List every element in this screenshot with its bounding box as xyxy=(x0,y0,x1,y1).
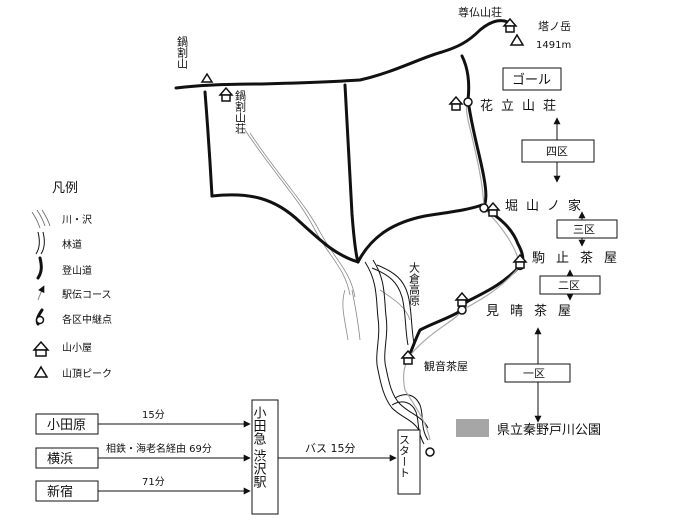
hut-icon xyxy=(448,95,464,111)
peak-icon xyxy=(33,365,49,378)
hut-icon xyxy=(454,291,470,307)
peak-icon xyxy=(509,33,525,46)
goal-label: ゴール xyxy=(512,72,551,88)
park-label: 県立秦野戸川公園 xyxy=(497,423,601,438)
hut-icon xyxy=(512,253,528,269)
legend-title: 凡例 xyxy=(52,181,78,196)
start-box xyxy=(397,429,421,495)
origin-yokohama-time: 相鉄・海老名経由 69分 xyxy=(106,442,212,455)
origin-shinjuku-time: 71分 xyxy=(142,476,165,488)
legend-item-forest-road: 林道 xyxy=(62,238,82,251)
goal-box xyxy=(502,67,562,91)
section-4-label: 四区 xyxy=(546,145,568,158)
hut-komadome-label: 駒止茶屋 xyxy=(532,250,628,266)
checkpoint-miharashi xyxy=(457,305,467,315)
legend-item-river: 川・沢 xyxy=(62,213,92,226)
legend-item-peak: 山頂ピーク xyxy=(62,368,112,380)
relay-course xyxy=(402,99,521,441)
section-1: 一区 xyxy=(504,327,571,423)
peak-nabewari-label: 鍋割山 xyxy=(176,35,189,69)
station-label: 小田急 渋沢駅 xyxy=(251,406,267,490)
legend-item-checkpoint: 各区中継点 xyxy=(62,313,112,326)
station-box xyxy=(251,399,279,515)
hut-icons xyxy=(218,17,528,365)
hut-kannon-label: 観音茶屋 xyxy=(424,359,468,373)
origin-yokohama-label: 横浜 xyxy=(47,452,73,467)
bus-label: バス 15分 xyxy=(305,442,356,455)
section-2-label: 二区 xyxy=(558,279,580,292)
access-diagram: 小田原 15分 横浜 相鉄・海老名経由 69分 新宿 71分 小田急 渋沢駅 バ… xyxy=(35,399,397,515)
section-2: 二区 xyxy=(539,269,601,301)
origin-shinjuku-label: 新宿 xyxy=(47,484,73,500)
peak-tonodake-elevation: 1491m xyxy=(536,40,571,51)
peak-tonodake-label: 塔ノ岳 xyxy=(538,20,571,33)
hut-sonbutsu-label: 尊仏山荘 xyxy=(458,5,502,19)
forest-roads xyxy=(364,259,429,445)
hut-icon xyxy=(502,17,518,33)
legend-item-trail: 登山道 xyxy=(62,264,92,277)
section-4: 四区 xyxy=(521,117,595,183)
hut-icon xyxy=(400,349,416,365)
origin-odawara-label: 小田原 xyxy=(47,418,86,433)
peak-icon xyxy=(200,72,214,83)
hut-nabewari-label: 鍋割山荘 xyxy=(234,89,247,135)
hut-icon xyxy=(32,340,50,357)
checkpoint-start xyxy=(425,447,435,457)
section-1-label: 一区 xyxy=(523,367,545,380)
legend-item-relay-course: 駅伝コース xyxy=(62,289,112,301)
hiking-trails xyxy=(174,19,525,360)
park-swatch xyxy=(456,419,489,437)
place-okurakogen-label: 大倉高原 xyxy=(408,261,421,306)
hut-hanatate-label: 花立山荘 xyxy=(480,98,564,114)
hut-horiyama-label: 堀山ノ家 xyxy=(505,198,589,214)
section-3-label: 三区 xyxy=(573,223,595,236)
hut-icon xyxy=(485,201,501,217)
start-label: スタート xyxy=(398,434,411,478)
checkpoint-horiyama xyxy=(479,203,489,213)
hut-icon xyxy=(218,86,234,102)
hut-miharashi-label: 見晴茶屋 xyxy=(486,303,582,319)
origin-odawara-time: 15分 xyxy=(142,409,165,421)
section-3: 三区 xyxy=(556,211,618,247)
legend-item-hut: 山小屋 xyxy=(62,342,92,354)
legend: 凡例 川・沢 林道 登山道 駅伝コース 各区中継点 山小屋 山頂ピーク xyxy=(31,181,112,380)
checkpoint-hanatate xyxy=(463,97,473,107)
